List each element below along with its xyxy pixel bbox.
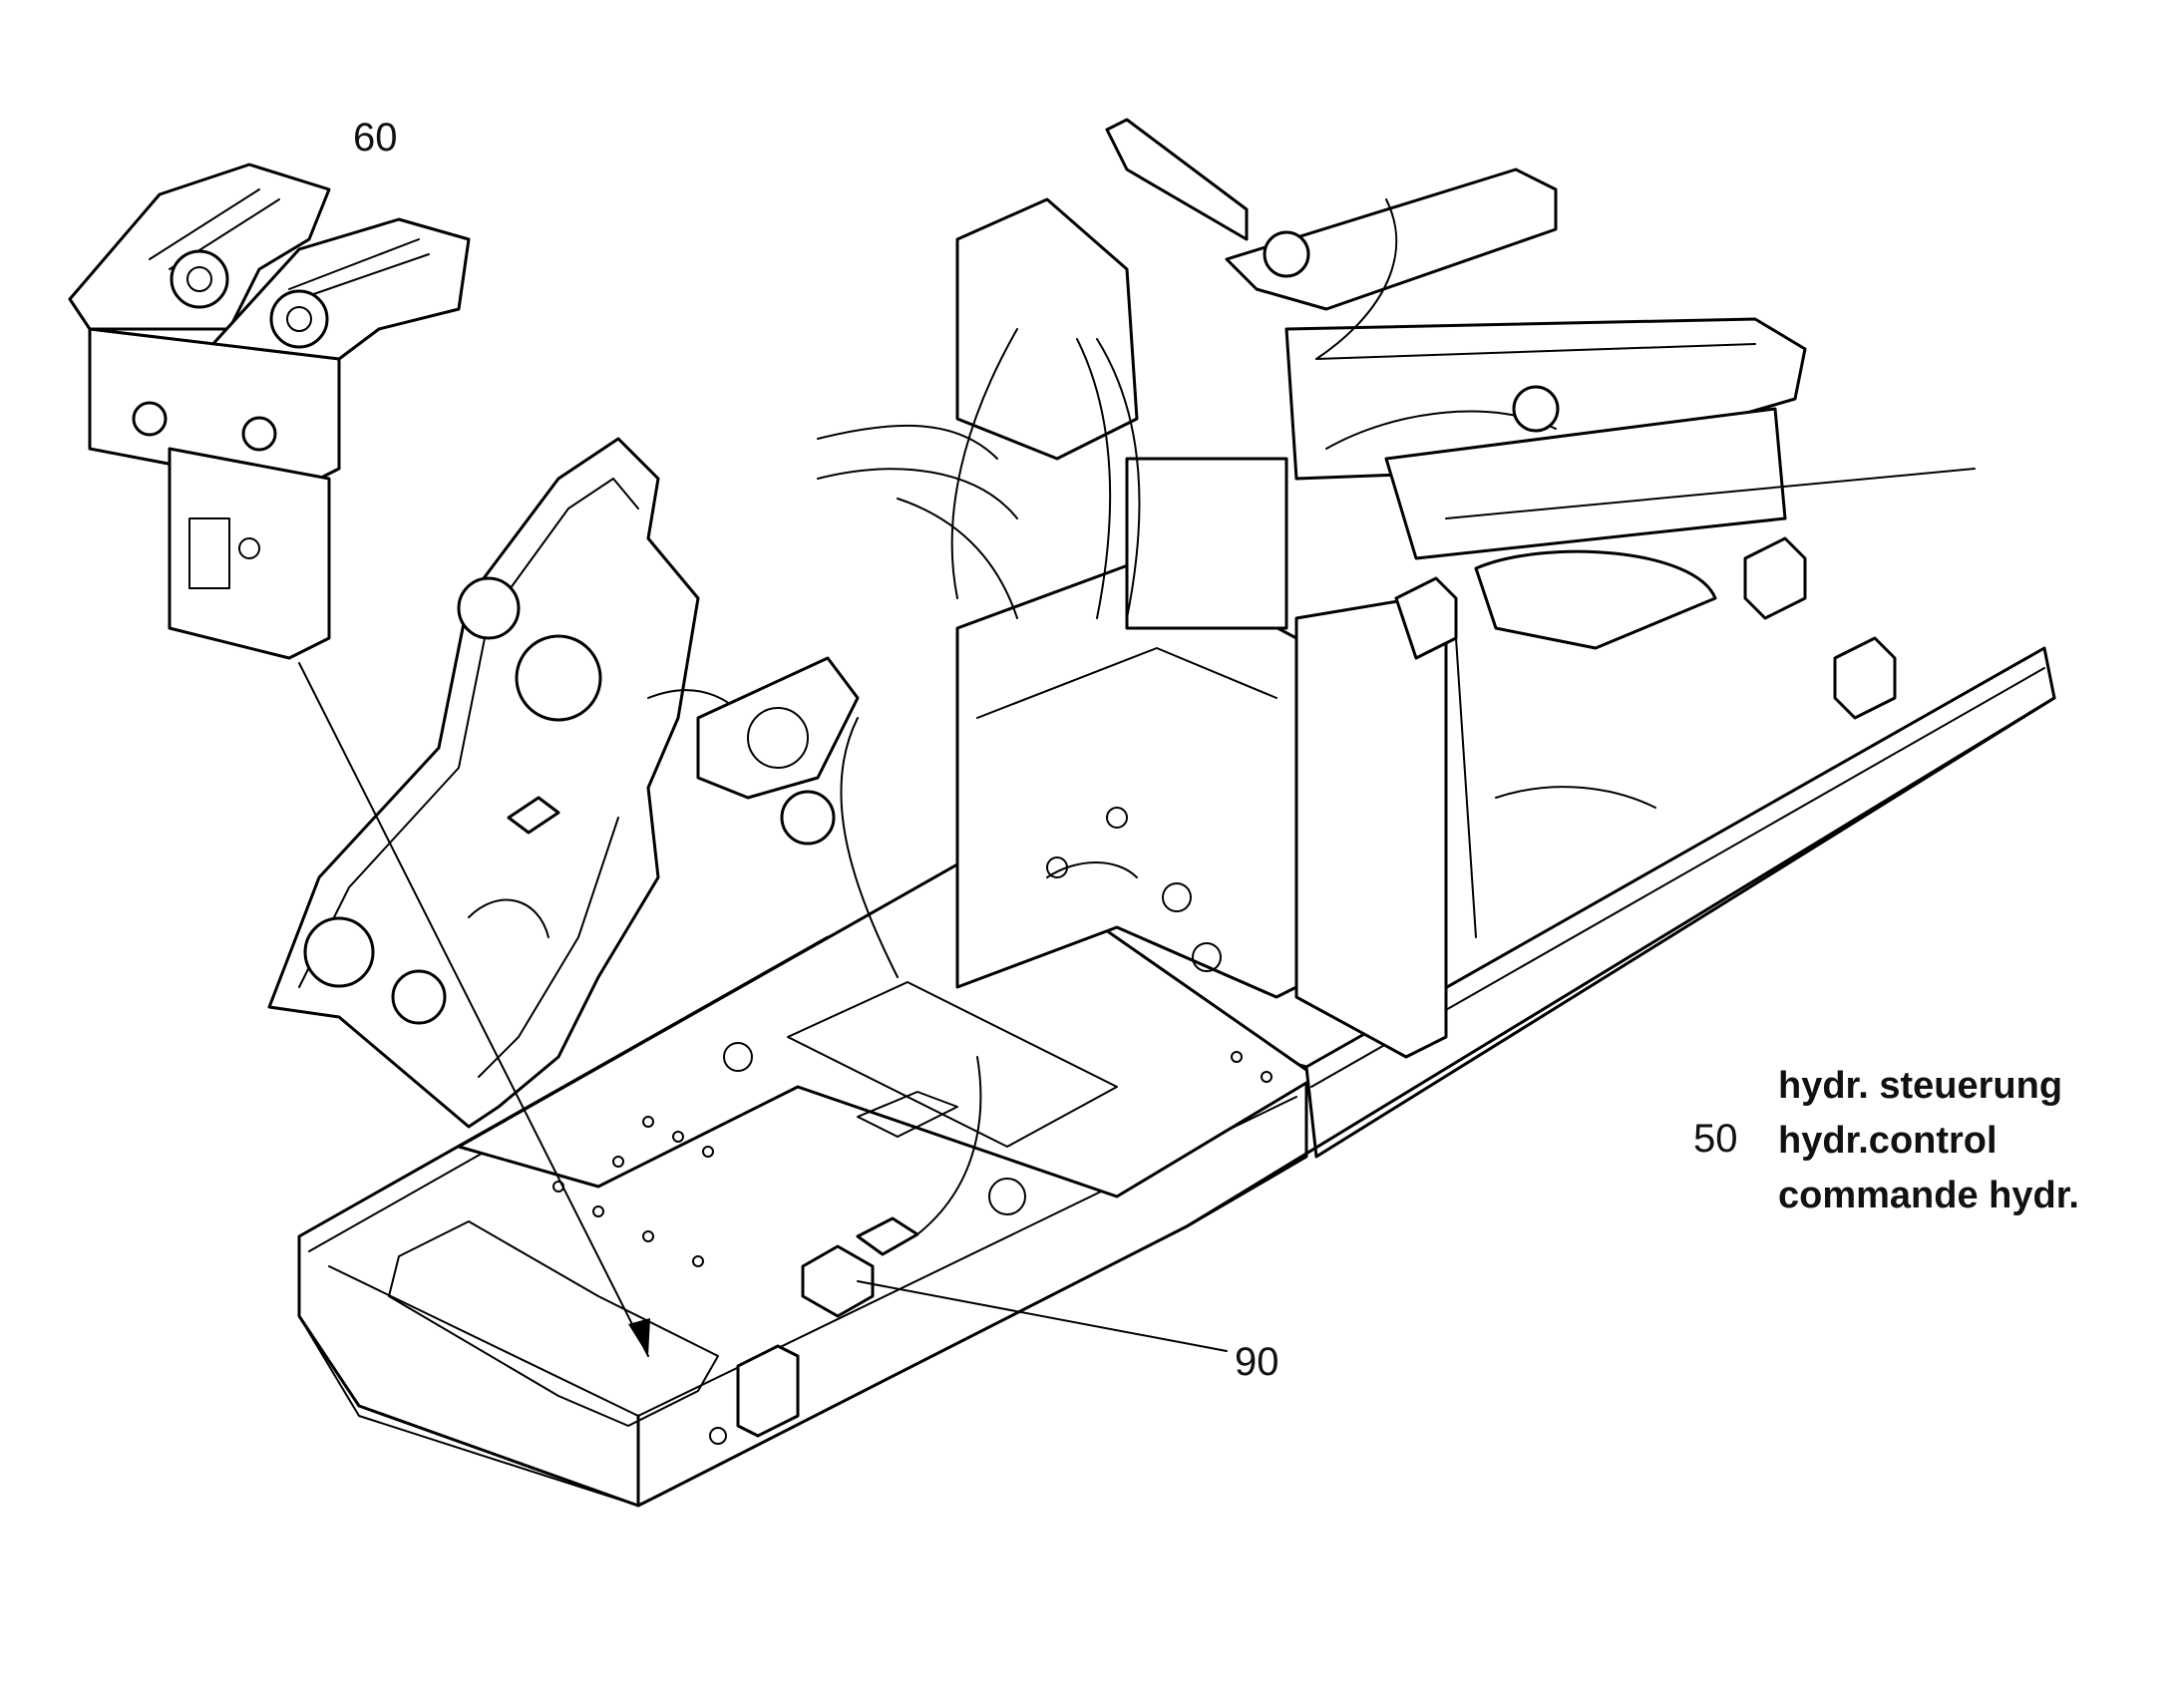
control-valve-block [817,197,1458,1059]
floor-plate [297,846,1318,1508]
legend-german: hydr. steuerung [1778,1065,2063,1107]
chassis-frame-right [1105,118,1976,938]
leader-lines [298,662,1228,1357]
legend-french: commande hydr. [1778,1175,2079,1216]
callout-50: 50 [1693,1117,1738,1161]
legend-english: hydr.control [1778,1120,1998,1162]
callout-90: 90 [1235,1340,1279,1384]
foot-pedal-assembly [68,163,471,660]
cab-frame-left [267,437,860,1129]
callout-60: 60 [353,116,398,160]
